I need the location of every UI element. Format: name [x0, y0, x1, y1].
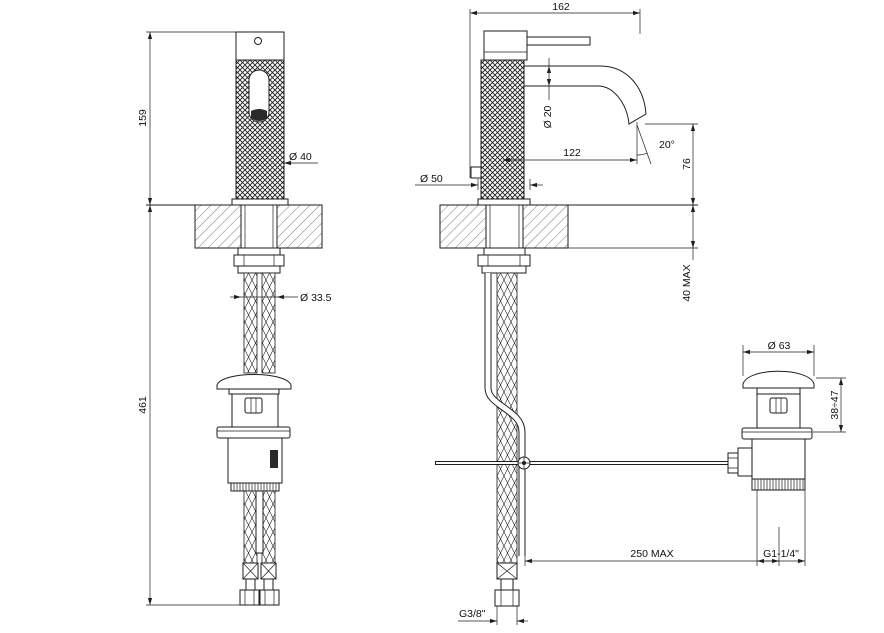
dimension-label-shank-diameter: Ø 33.5 [300, 292, 332, 304]
front-view: 159 461 Ø 40 Ø 33.5 [137, 31, 332, 606]
indicator-dot-icon [254, 37, 262, 45]
hose-nut-side [494, 589, 520, 607]
hose-adapter [237, 265, 281, 274]
shank-side-detail [489, 205, 520, 248]
hose-stem-left [245, 578, 256, 591]
rod-outlet-nut [727, 452, 739, 474]
pop-up-cap [216, 374, 292, 390]
flexible-hose-right-lower [261, 490, 276, 564]
waste-flange [216, 426, 291, 439]
deck-section-left [194, 204, 242, 249]
dimension-label-rod-length: 250 MAX [630, 548, 673, 560]
hose-nut-left [239, 589, 260, 606]
spout [523, 65, 647, 125]
fixing-nut-side-faces [487, 255, 521, 266]
hose-nut-faces [244, 590, 275, 605]
hose-nut-side-faces [500, 590, 514, 606]
waste-thread-side [751, 478, 806, 491]
hose-adapter-side [481, 265, 527, 274]
waste-thread-side-ticks [754, 479, 804, 490]
angle-arc [636, 152, 648, 156]
shank-detail [244, 205, 274, 248]
waste-body-side [751, 438, 806, 480]
waste-cap-side [742, 370, 815, 389]
cap-stem [228, 388, 280, 395]
waste-flange-side [741, 427, 813, 440]
dimension-label-spout-diameter: Ø 20 [542, 105, 554, 128]
pop-up-rod [485, 273, 525, 556]
lever-tip [251, 109, 267, 121]
dimension-label-spout-height: 76 [681, 158, 693, 170]
hose-nut-right [259, 589, 280, 606]
outlet-angle-line [636, 124, 652, 165]
overflow-slot-side [769, 397, 788, 414]
rod-clamp-screw [522, 461, 526, 465]
dimension-label-height-below-deck: 461 [137, 396, 149, 414]
dimension-label-base-diameter: Ø 50 [420, 173, 443, 185]
deck-section-side-right [522, 204, 569, 249]
rod-connector [270, 450, 278, 468]
mounting-shank-side [485, 204, 524, 249]
grub-screw [470, 166, 482, 179]
handle-hub [483, 30, 528, 61]
fixing-nut-faces [243, 255, 275, 266]
flexible-hose-right [261, 272, 276, 374]
dimension-label-cap-height: 38÷47 [829, 390, 841, 419]
waste-thread-ticks [233, 483, 277, 491]
washer [237, 247, 281, 256]
dimension-label-height-above-deck: 159 [137, 109, 149, 127]
dimension-label-hose-thread: G3/8" [459, 608, 486, 620]
handle-lever [526, 36, 591, 46]
mounting-shank [240, 204, 278, 249]
dimension-label-spout-reach: 122 [563, 147, 581, 159]
dimension-label-spout-projection: 162 [552, 1, 570, 13]
dimension-label-deck-thickness: 40 MAX [681, 264, 693, 301]
overflow-slot-detail [250, 398, 257, 413]
deck-section-right [276, 204, 323, 249]
fixing-nut [233, 254, 285, 267]
handle-cap [235, 31, 285, 61]
side-view: 162 Ø 20 122 20° 76 40 MAX Ø 50 [415, 1, 730, 625]
deck-section-side-left [439, 204, 487, 249]
waste-cap-stem-side [756, 387, 801, 395]
hose-ferrule-side-marks [496, 562, 518, 580]
waste-tailpiece [255, 490, 264, 554]
overflow-slot-side-detail [775, 398, 782, 413]
lever-slot [248, 69, 270, 123]
dimension-label-cap-diameter: Ø 63 [768, 340, 791, 352]
dimension-label-waste-thread: G1-1/4" [763, 548, 799, 560]
hose-stem-side [500, 578, 514, 591]
waste-view: Ø 63 38÷47 250 MAX G1-1/4" [524, 340, 846, 566]
hose-stem-right [263, 578, 274, 591]
flexible-hose-left [243, 272, 258, 374]
body-base-side [477, 198, 531, 206]
ferrule-crimp-marks [242, 562, 277, 580]
dimension-label-body-diameter: Ø 40 [289, 151, 312, 163]
rod-outlet [737, 447, 753, 477]
overflow-slot [244, 397, 263, 414]
body-base [231, 198, 289, 206]
dimension-label-spout-angle: 20° [659, 139, 675, 151]
fixing-nut-side [477, 254, 531, 267]
washer-side [483, 247, 526, 256]
flexible-hose-left-lower [243, 490, 258, 564]
knurled-body-side [480, 59, 525, 200]
rod-outlet-nut-faces [728, 457, 738, 469]
